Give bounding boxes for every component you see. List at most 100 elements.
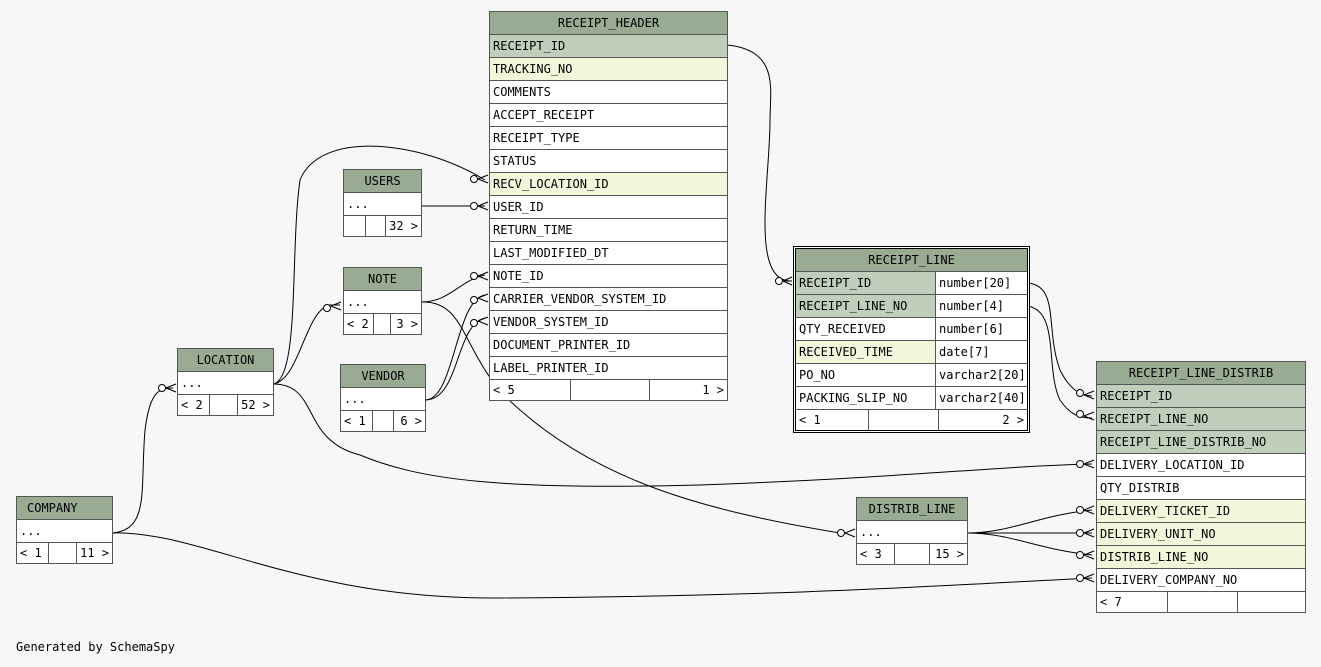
table-title[interactable]: VENDOR xyxy=(341,365,425,388)
parents-count[interactable]: < 7 xyxy=(1097,592,1168,612)
table-title[interactable]: RECEIPT_HEADER xyxy=(490,12,727,35)
optional-marker xyxy=(837,529,845,537)
table-footer: < 7 xyxy=(1097,592,1305,612)
table-receipt-line-distrib[interactable]: RECEIPT_LINE_DISTRIB RECEIPT_ID RECEIPT_… xyxy=(1096,361,1306,613)
table-title[interactable]: NOTE xyxy=(344,268,421,291)
parents-count[interactable]: < 1 xyxy=(17,543,49,563)
column-row[interactable]: LABEL_PRINTER_ID xyxy=(490,357,727,380)
children-count[interactable]: 3 > xyxy=(396,317,418,331)
column-row[interactable]: DISTRIB_LINE_NO xyxy=(1097,546,1305,569)
children-count[interactable]: 11 > xyxy=(80,546,109,560)
table-title[interactable]: USERS xyxy=(344,170,421,193)
column-row[interactable]: RECEIPT_ID xyxy=(490,35,727,58)
optional-marker xyxy=(1076,410,1084,418)
column-row[interactable]: LAST_MODIFIED_DT xyxy=(490,242,727,265)
parents-count[interactable]: < 1 xyxy=(341,411,373,431)
parents-count[interactable]: < 5 xyxy=(490,380,571,400)
column-row[interactable]: CARRIER_VENDOR_SYSTEM_ID xyxy=(490,288,727,311)
columns-collapsed[interactable]: ... xyxy=(178,372,273,395)
table-footer: < 1 11 > xyxy=(17,543,112,563)
column-row[interactable]: RECEIPT_TYPE xyxy=(490,127,727,150)
parents-count[interactable]: < 1 xyxy=(796,410,869,430)
column-row[interactable]: DOCUMENT_PRINTER_ID xyxy=(490,334,727,357)
table-title[interactable]: COMPANY xyxy=(17,497,112,520)
column-row[interactable]: DELIVERY_UNIT_NO xyxy=(1097,523,1305,546)
footer-spacer xyxy=(571,380,650,400)
table-title[interactable]: RECEIPT_LINE_DISTRIB xyxy=(1097,362,1305,385)
column-row[interactable]: RECEIPT_LINE_DISTRIB_NO xyxy=(1097,431,1305,454)
table-vendor[interactable]: VENDOR ... < 1 6 > xyxy=(340,364,426,432)
table-location[interactable]: LOCATION ... < 2 52 > xyxy=(177,348,274,416)
table-users[interactable]: USERS ... 32 > xyxy=(343,169,422,237)
column-name: USER_ID xyxy=(493,200,544,214)
children-count[interactable]: 15 > xyxy=(935,547,964,561)
ellipsis: ... xyxy=(181,376,203,390)
table-distrib-line[interactable]: DISTRIB_LINE ... < 3 15 > xyxy=(856,497,968,565)
column-row[interactable]: RETURN_TIME xyxy=(490,219,727,242)
column-type: varchar2[20] xyxy=(935,364,1027,386)
children-count[interactable]: 2 > xyxy=(1002,413,1024,427)
column-row[interactable]: RECEIPT_LINE_NO xyxy=(1097,408,1305,431)
column-name: DISTRIB_LINE_NO xyxy=(1100,550,1209,564)
column-type: number[6] xyxy=(935,318,1027,340)
column-name: CARRIER_VENDOR_SYSTEM_ID xyxy=(493,292,667,306)
column-row[interactable]: DELIVERY_COMPANY_NO xyxy=(1097,569,1305,592)
footer-spacer xyxy=(1168,592,1238,612)
children-count[interactable]: 1 > xyxy=(702,383,724,397)
column-name: COMMENTS xyxy=(493,85,551,99)
column-row[interactable]: QTY_RECEIVED number[6] xyxy=(796,318,1027,341)
column-row[interactable]: USER_ID xyxy=(490,196,727,219)
column-name: RECEIPT_TYPE xyxy=(493,131,580,145)
column-row[interactable]: QTY_DISTRIB xyxy=(1097,477,1305,500)
columns-collapsed[interactable]: ... xyxy=(344,291,421,314)
column-name: VENDOR_SYSTEM_ID xyxy=(493,315,609,329)
column-type: number[20] xyxy=(935,272,1027,294)
children-count[interactable] xyxy=(1238,592,1305,612)
crowfoot-marker xyxy=(1083,528,1095,538)
children-count[interactable]: 52 > xyxy=(241,398,270,412)
crowfoot-marker xyxy=(1083,459,1095,469)
table-title[interactable]: DISTRIB_LINE xyxy=(857,498,967,521)
column-row[interactable]: STATUS xyxy=(490,150,727,173)
columns-collapsed[interactable]: ... xyxy=(17,520,112,543)
optional-marker xyxy=(470,202,478,210)
column-row[interactable]: TRACKING_NO xyxy=(490,58,727,81)
table-title[interactable]: LOCATION xyxy=(178,349,273,372)
column-row[interactable]: RECEIPT_ID xyxy=(1097,385,1305,408)
ellipsis: ... xyxy=(347,197,369,211)
children-count[interactable]: 6 > xyxy=(400,414,422,428)
table-company[interactable]: COMPANY ... < 1 11 > xyxy=(16,496,113,564)
crowfoot-marker xyxy=(330,301,342,311)
column-row[interactable]: RECV_LOCATION_ID xyxy=(490,173,727,196)
columns-collapsed[interactable]: ... xyxy=(344,193,421,216)
table-footer: < 1 2 > xyxy=(796,410,1027,430)
parents-count[interactable]: < 2 xyxy=(344,314,374,334)
column-row[interactable]: NOTE_ID xyxy=(490,265,727,288)
columns-collapsed[interactable]: ... xyxy=(857,521,967,544)
column-name: RECV_LOCATION_ID xyxy=(493,177,609,191)
column-row[interactable]: DELIVERY_TICKET_ID xyxy=(1097,500,1305,523)
optional-marker xyxy=(1076,551,1084,559)
columns-collapsed[interactable]: ... xyxy=(341,388,425,411)
table-title[interactable]: RECEIPT_LINE xyxy=(796,249,1027,272)
footer-spacer xyxy=(869,410,939,430)
column-row[interactable]: COMMENTS xyxy=(490,81,727,104)
column-row[interactable]: VENDOR_SYSTEM_ID xyxy=(490,311,727,334)
column-name: QTY_RECEIVED xyxy=(799,322,886,336)
parents-count[interactable]: < 2 xyxy=(178,395,210,415)
parents-count[interactable] xyxy=(344,216,366,236)
children-count[interactable]: 32 > xyxy=(389,219,418,233)
column-name: LABEL_PRINTER_ID xyxy=(493,361,609,375)
table-note[interactable]: NOTE ... < 2 3 > xyxy=(343,267,422,335)
table-receipt-header[interactable]: RECEIPT_HEADER RECEIPT_ID TRACKING_NO CO… xyxy=(489,11,728,401)
column-name: ACCEPT_RECEIPT xyxy=(493,108,595,122)
parents-count[interactable]: < 3 xyxy=(857,544,895,564)
column-row[interactable]: ACCEPT_RECEIPT xyxy=(490,104,727,127)
column-row[interactable]: DELIVERY_LOCATION_ID xyxy=(1097,454,1305,477)
